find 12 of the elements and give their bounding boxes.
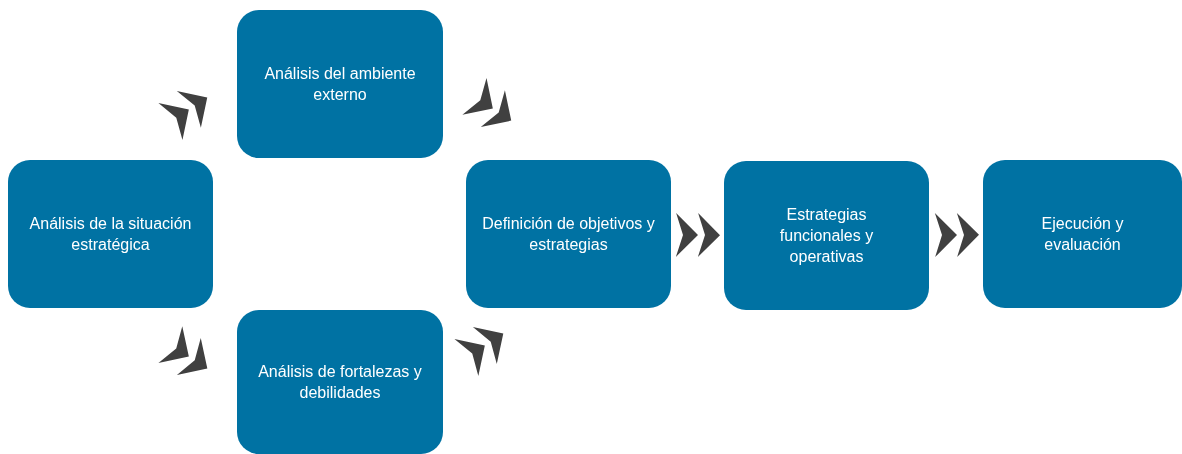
node-label: Definición de objetivos y estrategias bbox=[481, 214, 656, 255]
process-box bbox=[983, 160, 1182, 308]
node-label: Estrategias funcionales y operativas bbox=[778, 205, 875, 267]
node-label: Análisis del ambiente externo bbox=[263, 64, 417, 105]
node-label: Ejecución y evaluación bbox=[1040, 214, 1125, 255]
node-label: Análisis de la situación estratégica bbox=[28, 214, 193, 255]
process-box bbox=[8, 160, 213, 308]
node-label: Análisis de fortalezas y debilidades bbox=[257, 362, 423, 403]
process-box bbox=[237, 10, 443, 158]
process-box bbox=[724, 161, 929, 310]
process-box bbox=[466, 160, 671, 308]
process-box bbox=[237, 310, 443, 454]
